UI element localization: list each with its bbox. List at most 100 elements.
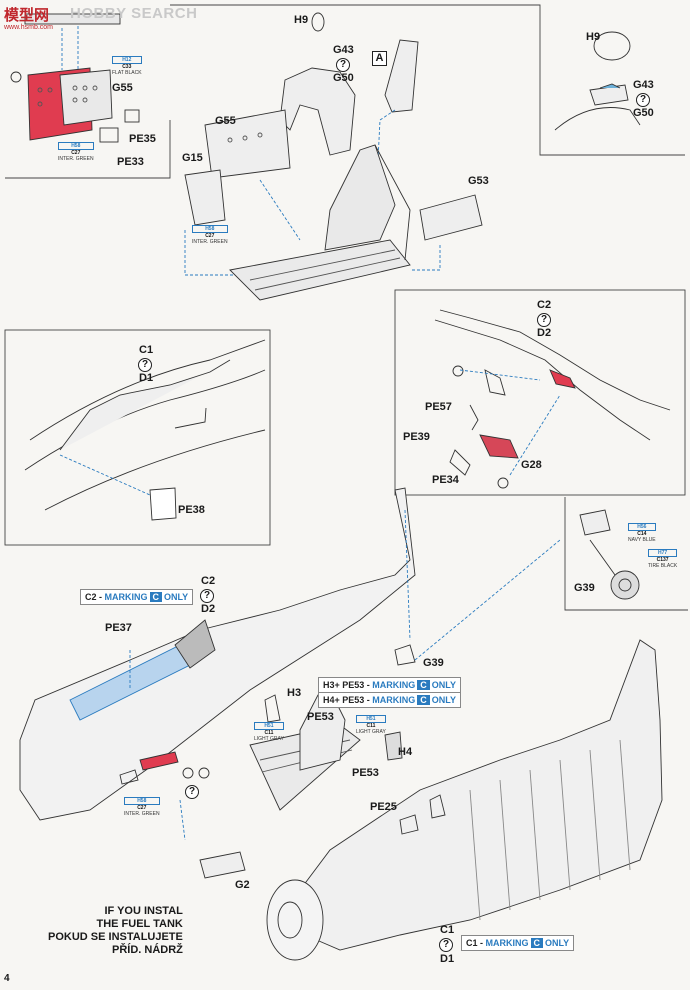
- part-d1-left: D1: [139, 372, 154, 384]
- part-pe53-b: PE53: [352, 767, 379, 779]
- paint-name: LIGHT GRAY: [356, 729, 386, 735]
- paint-mr-code: C27: [205, 233, 215, 239]
- part-g39-inset: G39: [574, 582, 595, 594]
- marking-letter-badge: C: [417, 695, 430, 705]
- part-d2-right: D2: [537, 327, 552, 339]
- marking-only: ONLY: [431, 680, 456, 690]
- hobby-search-wordmark: HOBBY SEARCH: [70, 5, 198, 22]
- paint-code: H77: [648, 549, 678, 557]
- paint-mr-code: C33: [122, 64, 132, 70]
- part-pe25: PE25: [370, 801, 397, 813]
- question-mark-icon: ?: [537, 313, 551, 327]
- part-g43-inset: G43: [633, 79, 654, 91]
- paint-callout-h51: H51 C11 LIGHT GRAY: [356, 715, 386, 735]
- part-g53: G53: [468, 175, 489, 187]
- paint-mr-code: C137: [656, 557, 669, 563]
- question-mark-icon: ?: [336, 58, 350, 72]
- page-number: 4: [4, 973, 10, 984]
- question-mark-icon: ?: [138, 358, 152, 372]
- fuel-note-line: IF YOU INSTAL: [104, 905, 183, 917]
- paint-code: H58: [58, 142, 94, 150]
- paint-name: NAVY BLUE: [628, 537, 656, 543]
- part-h3: H3: [287, 687, 302, 699]
- paint-name: TIRE BLACK: [648, 563, 678, 569]
- part-g15: G15: [182, 152, 203, 164]
- marking-part: H4+ PE53 -: [323, 695, 373, 705]
- marking-letter-badge: C: [417, 680, 430, 690]
- part-pe57: PE57: [425, 401, 452, 413]
- part-d1-bottom: D1: [440, 953, 455, 965]
- paint-mr-code: C27: [71, 150, 81, 156]
- part-g50-top: G50: [333, 72, 354, 84]
- marking-only: ONLY: [164, 592, 189, 602]
- fuel-note-line: POKUD SE INSTALUJETE: [48, 931, 183, 943]
- part-pe38: PE38: [178, 504, 205, 516]
- paint-name: LIGHT GRAY: [254, 736, 284, 742]
- paint-name: FLAT BLACK: [112, 70, 142, 76]
- part-pe33: PE33: [117, 156, 144, 168]
- paint-mr-code: C11: [366, 723, 376, 729]
- paint-code: H58: [124, 797, 160, 805]
- question-mark-icon: ?: [636, 93, 650, 107]
- part-g2: G2: [235, 879, 250, 891]
- part-c1-bottom: C1: [440, 924, 455, 936]
- paint-name: INTER. GREEN: [192, 239, 228, 245]
- paint-callout-h58: H58 C27 INTER. GREEN: [58, 142, 94, 162]
- marking-word: MARKING: [372, 695, 416, 705]
- marking-word: MARKING: [372, 680, 416, 690]
- part-d2-main: D2: [201, 603, 216, 615]
- part-pe37: PE37: [105, 622, 132, 634]
- part-g55-left: G55: [112, 82, 133, 94]
- paint-code: H58: [192, 225, 228, 233]
- fuel-tank-note: IF YOU INSTAL THE FUEL TANK POKUD SE INS…: [48, 905, 183, 957]
- marking-word: MARKING: [485, 938, 529, 948]
- paint-name: INTER. GREEN: [124, 811, 160, 817]
- question-mark-icon: ?: [185, 785, 199, 799]
- box-letter-a: A: [372, 51, 387, 66]
- marking-letter-badge: C: [530, 938, 544, 948]
- part-pe53-a: PE53: [307, 711, 334, 723]
- marking-part: C1 -: [466, 938, 486, 948]
- hobby-search-url: www.hsmb.com: [4, 24, 54, 31]
- question-mark-icon: ?: [200, 589, 214, 603]
- paint-code: H51: [254, 722, 284, 730]
- part-c2-right: C2: [537, 299, 552, 311]
- part-h9-top: H9: [294, 14, 309, 26]
- paint-code: H51: [356, 715, 386, 723]
- part-pe35: PE35: [129, 133, 156, 145]
- paint-mr-code: C27: [137, 805, 147, 811]
- part-pe39: PE39: [403, 431, 430, 443]
- marking-part: C2 -: [85, 592, 105, 602]
- paint-callout-h12: H12 C33 FLAT BLACK: [112, 56, 142, 76]
- part-h4: H4: [398, 746, 413, 758]
- marking-only: ONLY: [545, 938, 570, 948]
- part-h9-inset: H9: [586, 31, 601, 43]
- fuel-note-line: PŘÍD. NÁDRŽ: [111, 944, 183, 956]
- hobby-search-logo: 模型网: [4, 7, 50, 24]
- part-g50-inset: G50: [633, 107, 654, 119]
- marking-only: ONLY: [431, 695, 456, 705]
- paint-callout-h56: H56 C14 NAVY BLUE: [628, 523, 656, 543]
- part-g39-main: G39: [423, 657, 444, 669]
- paint-name: INTER. GREEN: [58, 156, 94, 162]
- paint-callout-h58: H58 C27 INTER. GREEN: [192, 225, 228, 245]
- paint-callout-h77: H77 C137 TIRE BLACK: [648, 549, 678, 569]
- part-pe34: PE34: [432, 474, 459, 486]
- part-c2-main: C2: [201, 575, 216, 587]
- paint-callout-h58: H58 C27 INTER. GREEN: [124, 797, 160, 817]
- question-mark-icon: ?: [439, 938, 453, 952]
- marking-part: H3+ PE53 -: [323, 680, 373, 690]
- part-c1-left: C1: [139, 344, 154, 356]
- paint-callout-h51: H51 C11 LIGHT GRAY: [254, 722, 284, 742]
- fuel-note-line: THE FUEL TANK: [96, 918, 183, 930]
- paint-mr-code: C14: [637, 531, 647, 537]
- part-g28: G28: [521, 459, 542, 471]
- paint-mr-code: C11: [264, 730, 274, 736]
- paint-code: H56: [628, 523, 656, 531]
